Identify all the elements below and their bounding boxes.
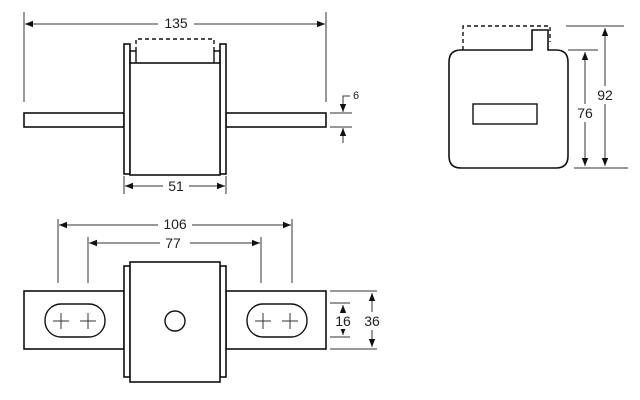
left-flange xyxy=(123,265,131,378)
left-tag xyxy=(23,112,125,128)
dimension-label-36: 36 xyxy=(364,313,380,329)
front-view: 135 51 6 xyxy=(23,12,359,195)
right-mounting-slot xyxy=(246,303,308,338)
indicator-hole xyxy=(164,310,186,332)
fuse-side-body xyxy=(448,29,569,169)
indicator-dashed-outline xyxy=(135,38,215,51)
dimension-label-76: 76 xyxy=(577,105,593,121)
crosshair-icon xyxy=(53,313,96,329)
right-flange xyxy=(219,265,227,378)
dimension-label-77: 77 xyxy=(165,235,181,251)
indicator-window xyxy=(472,103,538,125)
right-flange xyxy=(219,43,227,175)
right-tag xyxy=(225,290,327,350)
left-flange xyxy=(123,43,131,175)
fuse-body xyxy=(129,62,221,176)
dimension-label-92: 92 xyxy=(597,87,613,103)
side-view: 92 76 xyxy=(448,25,628,169)
left-tag xyxy=(23,290,125,350)
right-tag xyxy=(225,112,327,128)
fuse-body xyxy=(129,261,221,383)
dimension-label-51: 51 xyxy=(168,178,184,194)
dimension-label-106: 106 xyxy=(163,216,187,232)
indicator-dashed-outline xyxy=(462,25,551,50)
dimension-label-135: 135 xyxy=(164,15,188,31)
body-step xyxy=(129,50,221,63)
dimension-label-6: 6 xyxy=(353,90,359,102)
left-mounting-slot xyxy=(44,303,106,338)
dimension-label-16: 16 xyxy=(335,313,351,329)
crosshair-icon xyxy=(255,313,298,329)
top-view: 106 77 16 36 xyxy=(23,216,384,383)
dimension-line-6 xyxy=(339,95,350,112)
